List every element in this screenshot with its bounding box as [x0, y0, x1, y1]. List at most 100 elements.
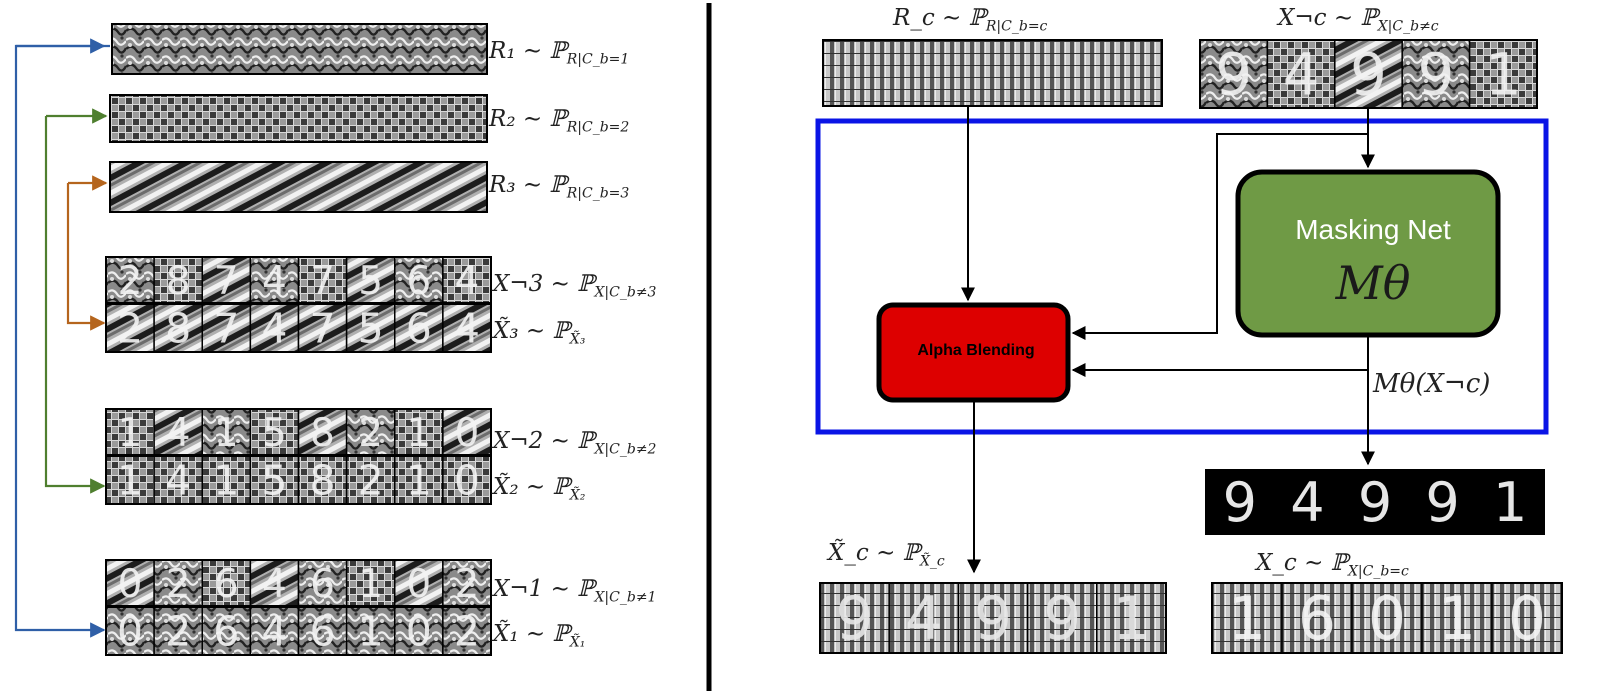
group-bottom-cell [345, 455, 396, 505]
xnc-digit: 9 [1350, 40, 1387, 108]
group-top-digit: 6 [214, 562, 239, 607]
group-bottom-cell [345, 303, 396, 353]
arrow-mask-to-blend [1071, 337, 1369, 377]
group-top-cell [442, 408, 492, 456]
group-bottom-digit: 8 [165, 304, 191, 352]
group-top-digit: 7 [310, 259, 335, 304]
group-bottom-digit: 5 [261, 456, 287, 504]
r1-label: R₁ ∼ ℙR|C_b=1 [489, 38, 630, 68]
group-top-digit: 0 [406, 562, 431, 607]
group-bottom-border [105, 303, 492, 353]
group-top-digit: 8 [166, 259, 191, 304]
x-tilde1-label: X̃₁ ∼ ℙX̃₁ [493, 621, 586, 651]
group-bottom-border [105, 606, 492, 656]
group-bottom-digit: 2 [358, 456, 384, 504]
r2-label: R₂ ∼ ℙR|C_b=2 [489, 106, 630, 136]
connector-arrow-orange [66, 183, 106, 331]
blended-digit: 9 [836, 584, 874, 654]
masking-net-box [1235, 169, 1501, 338]
group-bottom-digit: 1 [406, 456, 432, 504]
x-not-c-label: X¬c ∼ ℙX|C_b≠c [1278, 5, 1439, 35]
rc-label: R_c ∼ ℙR|C_b=c [893, 5, 1048, 35]
class-digit: 6 [1298, 584, 1336, 654]
group-top-digit: 6 [310, 562, 335, 607]
mask-digit: 1 [1493, 471, 1527, 534]
group-top-digit: 6 [406, 259, 431, 304]
mask-output-label: Mθ(X¬c) [1373, 369, 1491, 399]
x-tilde3-label: X̃₃ ∼ ℙX̃₃ [493, 318, 586, 348]
group-top-digit: 7 [214, 259, 239, 304]
xnc-cell [1401, 39, 1471, 109]
alpha-blending-box [876, 302, 1071, 403]
masking-net-symbol: Mθ [1335, 256, 1411, 310]
mask-digit: 9 [1223, 471, 1257, 534]
texture-strip-3 [109, 161, 488, 213]
model-frame [815, 118, 1549, 435]
group-bottom-cell [394, 303, 444, 353]
group-top-digit: 0 [455, 411, 480, 456]
group-bottom-digit: 2 [165, 607, 191, 655]
group-top-digit: 4 [262, 562, 287, 607]
texture-strip-1 [111, 23, 488, 75]
connector-arrow-blue [14, 44, 110, 638]
group-top-digit: 5 [262, 411, 287, 456]
group-top-digit: 4 [262, 259, 287, 304]
texture-strip-2 [109, 94, 488, 143]
group-bottom-digit: 4 [261, 304, 287, 352]
blended-digit: 1 [1112, 584, 1150, 654]
connector-arrow-green [44, 116, 106, 494]
x-not3-label: X¬3 ∼ ℙX|C_b≠3 [493, 271, 657, 301]
group-bottom-digit: 6 [406, 304, 432, 352]
group-bottom-cell [394, 606, 444, 656]
masking-net-title: Masking Net [1295, 214, 1451, 245]
group-top-digit: 4 [166, 411, 191, 456]
group-top-digit: 4 [455, 259, 480, 304]
rc-texture-strip [822, 39, 1163, 107]
r3-label: R₃ ∼ ℙR|C_b=3 [489, 172, 630, 202]
group-top-digit: 2 [118, 259, 143, 304]
blended-digit: 9 [1043, 584, 1081, 654]
blended-cell [888, 582, 960, 654]
group-top-digit: 1 [214, 411, 239, 456]
group-bottom-cell [201, 606, 252, 656]
mask-digit: 4 [1290, 471, 1324, 534]
arrow-input-to-blend [1071, 133, 1368, 340]
class-digit: 0 [1368, 584, 1406, 654]
group-bottom-digit: 8 [310, 456, 336, 504]
mask-border [1205, 469, 1545, 535]
group-bottom-digit: 7 [213, 304, 239, 352]
group-bottom-digit: 1 [358, 607, 384, 655]
group-bottom-digit: 6 [213, 607, 239, 655]
class-cell [1491, 582, 1563, 654]
group-bottom-digit: 0 [454, 456, 480, 504]
group-top-digit: 2 [358, 411, 383, 456]
group-top-cell [153, 256, 203, 304]
group-bottom-digit: 0 [117, 607, 143, 655]
group-top-digit: 1 [406, 411, 431, 456]
group-top-cell [153, 408, 203, 456]
class-digit: 1 [1228, 584, 1266, 654]
alpha-blending-title: Alpha Blending [917, 342, 1035, 359]
blended-cell [819, 582, 890, 654]
group-bottom-digit: 2 [117, 304, 143, 352]
group-top-cell [442, 559, 492, 607]
group-bottom-digit: 4 [165, 456, 191, 504]
group-bottom-cell [297, 303, 348, 353]
xnc-digit: 9 [1215, 40, 1252, 108]
group-bottom-digit: 4 [261, 607, 287, 655]
group-top-cell [297, 559, 348, 607]
group-top-digit: 1 [118, 411, 143, 456]
mask-digit: 9 [1425, 471, 1459, 534]
group-bottom-cell [153, 455, 203, 505]
group-top-digit: 1 [358, 562, 383, 607]
class-border [1211, 582, 1563, 654]
mask-digit: 9 [1358, 471, 1392, 534]
group-bottom-digit: 1 [117, 456, 143, 504]
xnc-digit: 9 [1417, 40, 1454, 108]
group-bottom-border [105, 455, 492, 505]
